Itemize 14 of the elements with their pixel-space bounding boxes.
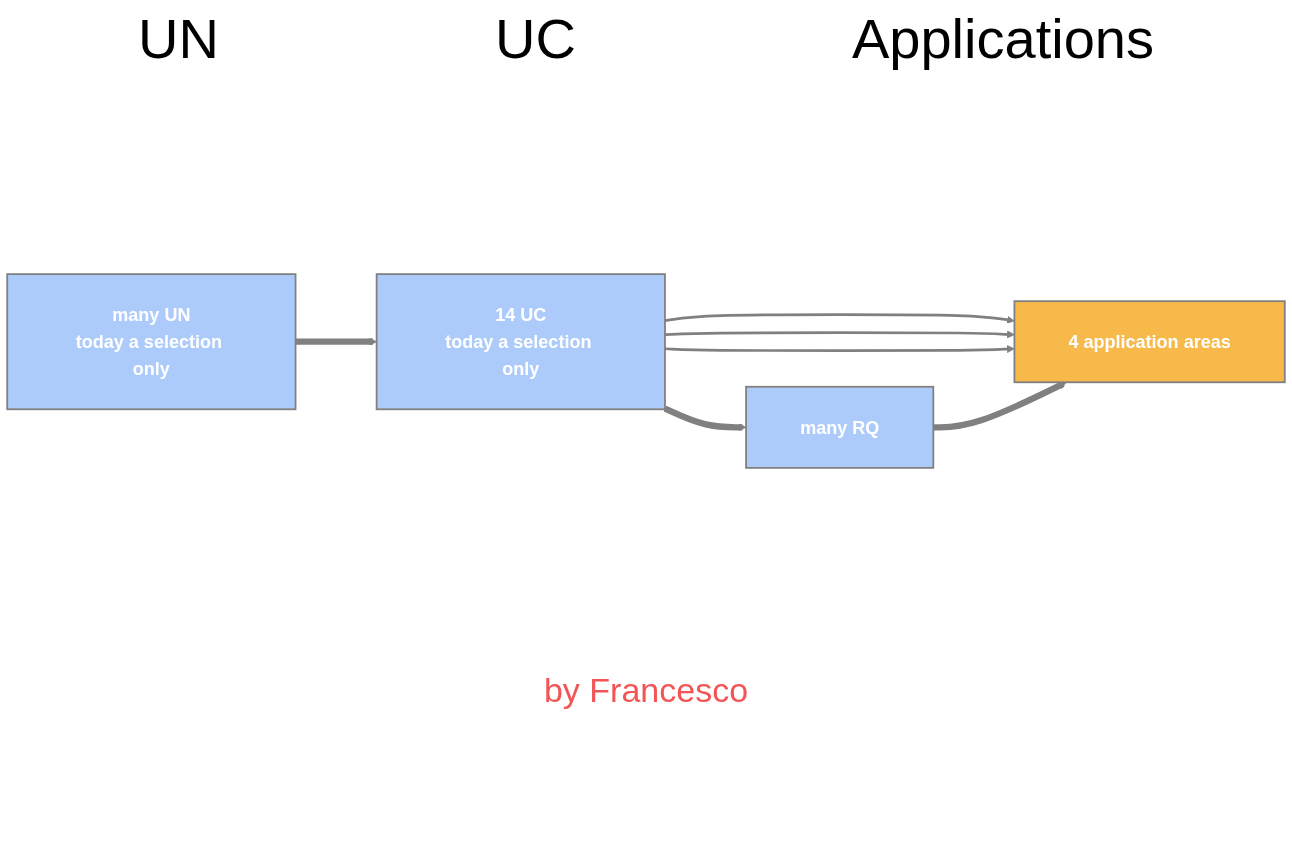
arrow xyxy=(664,345,1015,353)
node-box: many UN today a selection only xyxy=(6,273,297,411)
node-box: many RQ xyxy=(745,385,935,469)
arrow xyxy=(295,337,377,346)
column-heading: Applications xyxy=(851,6,1154,71)
arrow xyxy=(663,405,747,432)
author-note: by Francesco xyxy=(542,671,750,710)
arrow xyxy=(664,330,1015,339)
column-heading: UN xyxy=(138,6,219,71)
node-box: 4 application areas xyxy=(1013,300,1286,384)
node-box: 14 UC today a selection only xyxy=(375,273,666,411)
column-heading: UC xyxy=(495,6,576,71)
arrow xyxy=(664,313,1015,324)
arrow xyxy=(933,381,1067,431)
